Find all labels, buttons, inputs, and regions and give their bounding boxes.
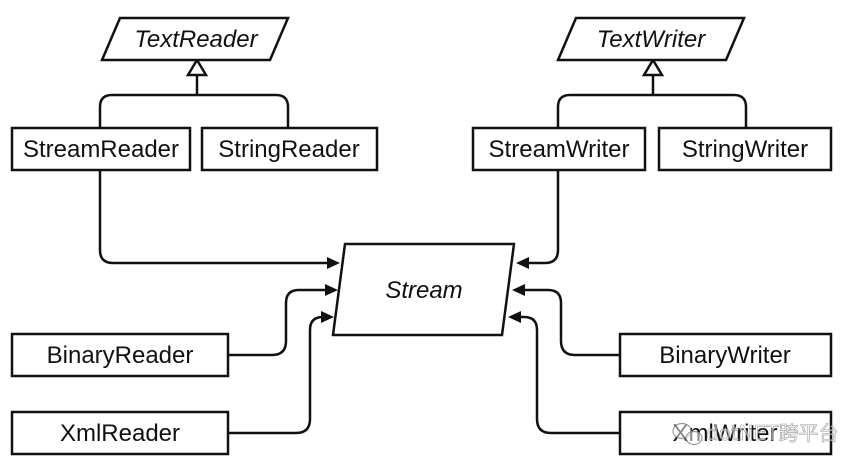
streamwriter-to-stream-line xyxy=(528,170,560,265)
streamreader-to-stream-line xyxy=(98,170,328,265)
stream-reader-node: StreamReader xyxy=(10,126,192,172)
arrowhead xyxy=(325,284,338,296)
arrowhead xyxy=(512,284,525,296)
binarywriter-to-stream-line xyxy=(524,288,620,357)
arrowhead xyxy=(516,257,529,269)
binaryreader-to-stream-line xyxy=(228,288,326,357)
binary-reader-label: BinaryReader xyxy=(47,342,194,369)
stream-writer-label: StreamWriter xyxy=(489,136,630,163)
writer-inheritance-connector xyxy=(556,57,748,128)
binary-reader-node: BinaryReader xyxy=(10,332,230,378)
watermark-text: dotNET跨平台 xyxy=(706,421,839,445)
reader-inheritance-connector xyxy=(98,57,290,128)
string-writer-label: StringWriter xyxy=(682,136,808,163)
stream-writer-node: StreamWriter xyxy=(471,126,647,172)
text-writer-label: TextWriter xyxy=(597,26,706,53)
stream-connectors xyxy=(98,170,620,435)
string-writer-node: StringWriter xyxy=(657,126,833,172)
xml-reader-node: XmlReader xyxy=(10,410,230,456)
stream-node: Stream xyxy=(331,242,516,337)
wechat-icon xyxy=(672,422,703,446)
string-reader-label: StringReader xyxy=(218,136,359,163)
arrowhead xyxy=(327,257,340,269)
string-reader-node: StringReader xyxy=(200,126,379,172)
inheritance-arrowhead xyxy=(641,57,665,77)
stream-label: Stream xyxy=(385,277,462,304)
binary-writer-label: BinaryWriter xyxy=(659,342,791,369)
arrowhead xyxy=(508,311,521,323)
xmlreader-to-stream-line xyxy=(228,315,324,435)
arrowhead xyxy=(321,311,334,323)
stream-reader-label: StreamReader xyxy=(23,136,179,163)
text-writer-node: TextWriter xyxy=(556,16,746,62)
text-reader-node: TextReader xyxy=(100,16,290,62)
inheritance-arrowhead xyxy=(185,57,209,77)
xmlwriter-to-stream-line xyxy=(520,315,620,435)
text-reader-label: TextReader xyxy=(134,26,258,53)
binary-writer-node: BinaryWriter xyxy=(618,332,833,378)
xml-reader-label: XmlReader xyxy=(60,420,180,447)
watermark: dotNET跨平台 xyxy=(672,421,839,446)
